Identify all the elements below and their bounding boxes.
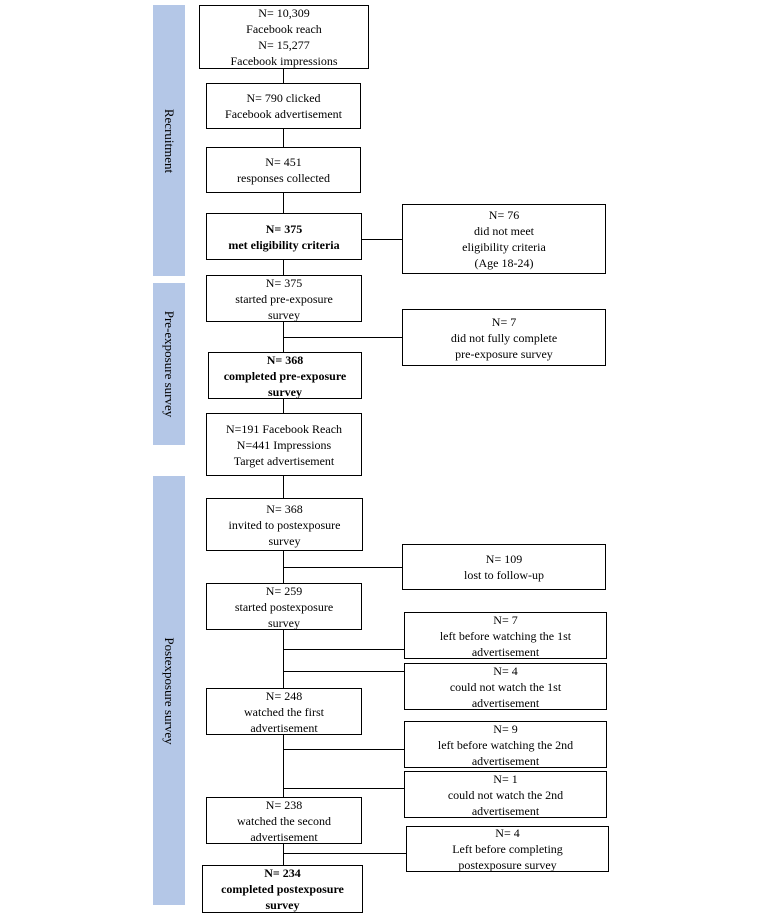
box-text-line: N= 4 [495,826,520,840]
box-text-line: survey [268,533,301,548]
box-text-line: advertisement [250,829,318,844]
box-text-line: postexposure survey [458,858,557,872]
box-text-line: N= 9 [493,721,518,736]
pre-exposure-phase-bar: Pre-exposure survey [153,283,185,445]
not-eligible-box: N= 76 did not meet eligibility criteria (Ag… [402,204,606,274]
box-text-line: watched the second [237,813,331,828]
box-text-line: (Age 18-24) [474,256,534,270]
box-text-line: N= 4 [493,663,518,678]
box-text-line: N= 15,277 [258,38,310,52]
box-text-line: could not watch the 2nd [447,787,564,802]
box-text-line: N= 368 [266,352,304,367]
box-text-line: Target advertisement [233,453,335,468]
box-text-line: N=441 Impressions [236,437,332,452]
box-text-line: did not fully complete [450,330,558,345]
box-text-line: N= 109 [485,552,523,566]
box-text-line: survey [268,307,300,322]
postexposure-phase-bar: Postexposure survey [153,476,185,905]
box-text-line: left before watching the 1st [439,628,572,643]
box-text-line: N= 1 [493,771,518,786]
box-text-line: started pre-exposure [235,291,333,306]
box-text-line: N= 790 clicked [246,91,321,105]
box-text-line: Facebook reach [246,22,322,36]
box-text-line: Facebook advertisement [225,107,342,121]
box-text-line: N= 7 [491,314,517,329]
box-text-line: pre-exposure survey [455,346,553,361]
box-text-line: lost to follow-up [464,568,544,582]
box-text-line: completed postexposure [221,882,344,896]
box-text-line: advertisement [471,695,540,710]
box-text-line: Left before completing [452,842,563,856]
lost-to-follow-up-box: N= 109 lost to follow-up [402,544,606,590]
box-text-line: left before watching the 2nd [437,737,574,752]
box-text-line: survey [268,384,302,399]
box-text-line: invited to postexposure [228,517,341,532]
box-text-line: could not watch the 1st [449,679,562,694]
box-text-line: N= 76 [488,208,520,222]
completed-postexposure-box: N= 234 completed postexposure survey [202,865,363,913]
box-text-line: N= 10,309 [258,6,310,20]
box-text-line: N= 375 [265,221,303,236]
responses-collected-box: N= 451 responses collected [206,147,361,193]
box-text-line: N= 259 [265,583,303,598]
box-text-line: N= 238 [265,797,303,812]
box-text-line: advertisement [250,720,318,735]
box-text-line: N= 451 [265,155,302,169]
box-text-line: advertisement [471,803,540,818]
box-text-line: survey [268,615,300,630]
box-text-line: started postexposure [234,599,334,614]
box-text-line: Facebook impressions [230,54,338,68]
box-text-line: N= 234 [264,866,301,880]
box-text-line: watched the first [244,704,324,719]
box-text-line: advertisement [471,753,540,768]
box-text-line: N= 7 [493,612,518,627]
box-text-line: survey [265,898,300,912]
box-text-line: met eligibility criteria [228,237,340,252]
box-text-line: eligibility criteria [462,240,546,254]
box-text-line: advertisement [471,644,540,659]
box-text-line: N= 248 [265,688,303,703]
box-text-line: N=191 Facebook Reach [225,421,343,436]
box-text-line: completed pre-exposure [223,368,347,383]
recruitment-phase-bar: Recruitment [153,5,185,276]
box-text-line: responses collected [237,171,330,185]
left-before-completing-box: N= 4 Left before completing postexposure s… [406,826,609,872]
box-text-line: N= 368 [266,501,303,516]
box-text-line: N= 375 [265,275,303,290]
box-text-line: did not meet [474,224,534,238]
